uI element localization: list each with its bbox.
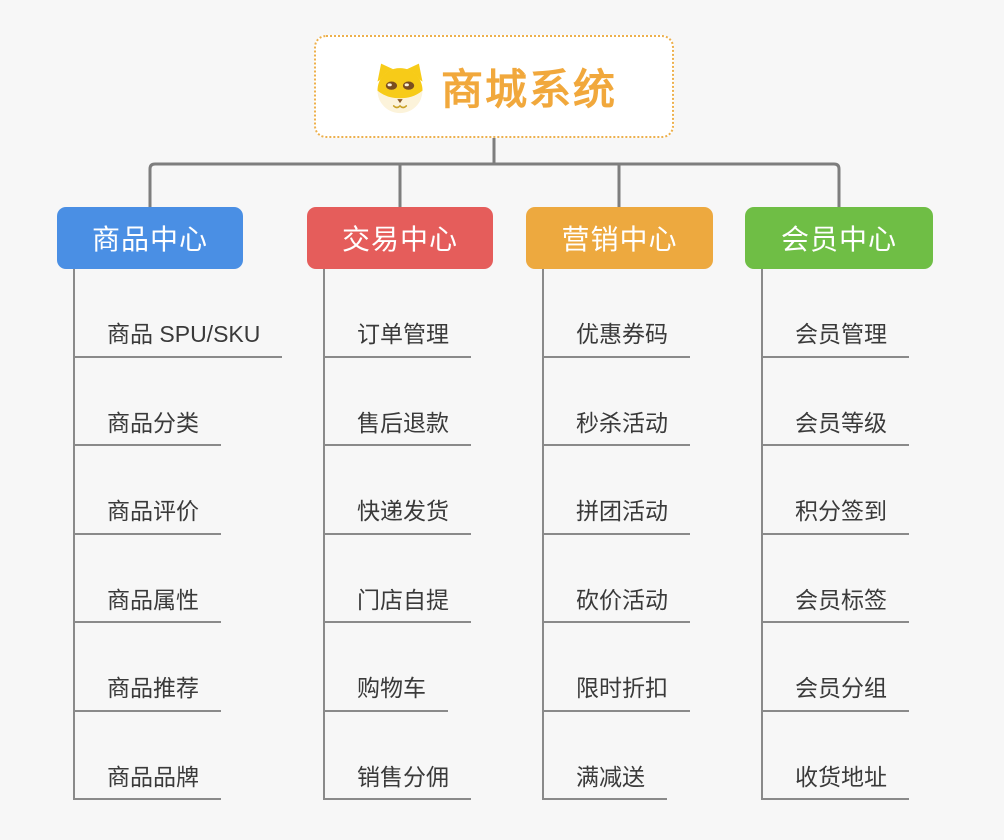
tree-item-label: 商品评价: [73, 498, 221, 535]
root-node-mall-system[interactable]: 商城系统: [314, 35, 674, 138]
tree-item[interactable]: 商品分类: [73, 358, 282, 446]
tree-item-label: 会员管理: [761, 321, 909, 358]
tree-item[interactable]: 会员标签: [761, 535, 909, 623]
tree-item-label: 秒杀活动: [542, 410, 690, 446]
branch-list-marketing-center: 优惠券码 秒杀活动 拼团活动 砍价活动 限时折扣 满减送: [542, 269, 690, 800]
tree-item[interactable]: 订单管理: [323, 269, 471, 358]
tree-item[interactable]: 售后退款: [323, 358, 471, 446]
tree-item-label: 商品 SPU/SKU: [73, 321, 283, 358]
tree-item[interactable]: 满减送: [542, 712, 690, 800]
tree-item[interactable]: 商品属性: [73, 535, 282, 623]
tree-item-label: 满减送: [542, 764, 667, 800]
tree-item[interactable]: 商品 SPU/SKU: [73, 269, 283, 358]
tree-item-label: 售后退款: [323, 410, 471, 446]
tree-item-label: 优惠券码: [542, 321, 690, 358]
tree-item[interactable]: 会员等级: [761, 358, 909, 446]
tree-item[interactable]: 商品品牌: [73, 712, 282, 800]
branch-header-marketing-center[interactable]: 营销中心: [526, 207, 713, 269]
tree-item[interactable]: 商品推荐: [73, 623, 282, 712]
branch-list-member-center: 会员管理 会员等级 积分签到 会员标签 会员分组 收货地址: [761, 269, 909, 800]
branch-header-member-center[interactable]: 会员中心: [745, 207, 933, 269]
tree-item[interactable]: 门店自提: [323, 535, 471, 623]
tree-item-label: 商品属性: [73, 587, 221, 623]
tree-item-label: 会员分组: [761, 675, 909, 712]
tree-item[interactable]: 砍价活动: [542, 535, 690, 623]
tree-item-label: 砍价活动: [542, 587, 690, 623]
tree-item[interactable]: 优惠券码: [542, 269, 690, 358]
tree-item-label: 会员标签: [761, 587, 909, 623]
tree-item-label: 限时折扣: [542, 675, 690, 712]
root-node-title: 商城系统: [440, 66, 617, 113]
tree-item[interactable]: 销售分佣: [323, 712, 471, 800]
branch-header-trade-center[interactable]: 交易中心: [307, 207, 493, 269]
tree-item-label: 购物车: [323, 675, 448, 712]
tree-item[interactable]: 积分签到: [761, 446, 909, 535]
tree-item-label: 商品品牌: [73, 764, 221, 800]
tree-item-label: 收货地址: [761, 764, 909, 800]
tree-item-label: 拼团活动: [542, 498, 690, 535]
tree-item[interactable]: 快递发货: [323, 446, 471, 535]
tree-item[interactable]: 会员分组: [761, 623, 909, 712]
tree-item[interactable]: 会员管理: [761, 269, 909, 358]
branch-list-trade-center: 订单管理 售后退款 快递发货 门店自提 购物车 销售分佣: [323, 269, 471, 800]
tree-item-label: 门店自提: [323, 587, 471, 623]
branch-header-product-center[interactable]: 商品中心: [57, 207, 243, 269]
tree-item[interactable]: 拼团活动: [542, 446, 690, 535]
tree-item-label: 销售分佣: [323, 764, 471, 800]
tree-item-label: 会员等级: [761, 410, 909, 446]
tree-item-label: 商品分类: [73, 410, 221, 446]
tree-item[interactable]: 收货地址: [761, 712, 909, 800]
tree-item-label: 积分签到: [761, 498, 909, 535]
tree-item-label: 快递发货: [323, 498, 471, 535]
tree-item[interactable]: 商品评价: [73, 446, 282, 535]
tree-item[interactable]: 限时折扣: [542, 623, 690, 712]
branch-list-product-center: 商品 SPU/SKU 商品分类 商品评价 商品属性 商品推荐 商品品牌: [73, 269, 283, 800]
tree-item-label: 订单管理: [323, 321, 471, 358]
tree-item[interactable]: 秒杀活动: [542, 358, 690, 446]
tree-item-label: 商品推荐: [73, 675, 221, 712]
tree-item[interactable]: 购物车: [323, 623, 471, 712]
dog-face-icon: [377, 63, 423, 113]
